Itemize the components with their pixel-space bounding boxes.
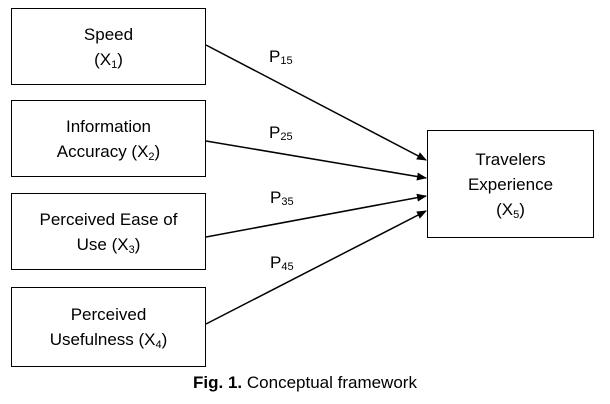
caption-text: Conceptual framework xyxy=(242,373,417,392)
path-label-p15: P15 xyxy=(269,47,293,67)
node-travelers-experience: Travelers Experience (X5) xyxy=(427,130,594,238)
figure-caption: Fig. 1. Conceptual framework xyxy=(0,372,610,394)
node-label: Information xyxy=(65,116,152,136)
node-perceived-usefulness: Perceived Usefulness (X4) xyxy=(11,287,206,367)
node-label: Perceived xyxy=(70,305,147,324)
node-label: Experience xyxy=(467,174,554,194)
node-label: Perceived Ease of xyxy=(39,209,178,229)
path-label-p45: P45 xyxy=(270,253,294,273)
path-label-p25: P25 xyxy=(269,123,293,143)
node-variable: (X5) xyxy=(496,199,525,221)
node-label-variable: Usefulness (X4) xyxy=(49,330,168,351)
node-speed: Speed (X1) xyxy=(11,8,206,85)
node-perceived-ease-of-use: Perceived Ease of Use (X3) xyxy=(11,193,206,270)
node-variable: (X1) xyxy=(94,49,123,71)
arrow-p25 xyxy=(205,140,427,181)
caption-label: Fig. 1. xyxy=(193,373,243,392)
node-information-accuracy: Information Accuracy (X2) xyxy=(11,100,206,177)
node-label-variable: Accuracy (X2) xyxy=(56,141,161,163)
arrow-p35 xyxy=(205,193,427,238)
arrow-p15 xyxy=(205,44,427,161)
node-label: Travelers xyxy=(475,149,546,169)
node-label: Speed xyxy=(83,24,134,44)
path-label-p35: P35 xyxy=(270,188,294,208)
node-label-variable: Use (X3) xyxy=(76,234,141,256)
arrow-p45 xyxy=(205,210,427,325)
